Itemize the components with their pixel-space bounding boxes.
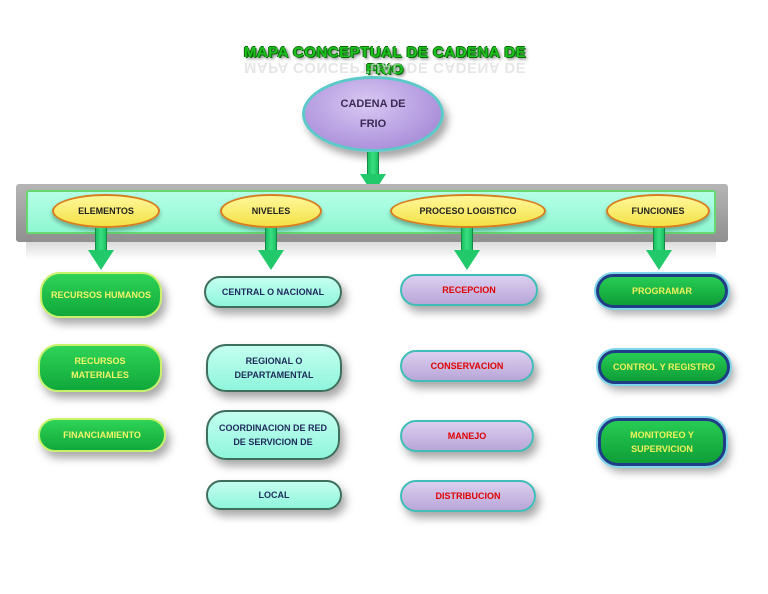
title-reflection: MAPA CONCEPTUAL DE CADENA DE FRIO xyxy=(243,62,527,76)
arrow-down-icon xyxy=(258,228,284,272)
category-proceso-logistico: PROCESO LOGISTICO xyxy=(390,194,546,228)
arrow-down-icon xyxy=(646,228,672,272)
node-monitoreo-y-supervicion: MONITOREO Y SUPERVICION xyxy=(598,418,726,466)
category-funciones: FUNCIONES xyxy=(606,194,710,228)
category-band xyxy=(26,190,716,234)
root-label-line1: CADENA DE xyxy=(340,98,406,110)
category-band-reflection xyxy=(26,242,716,260)
node-control-y-registro: CONTROL Y REGISTRO xyxy=(598,350,730,384)
node-manejo: MANEJO xyxy=(400,420,534,452)
arrow-down-icon xyxy=(454,228,480,272)
diagram-title: MAPA CONCEPTUAL DE CADENA DE FRIO xyxy=(243,44,527,78)
node-central-o-nacional: CENTRAL O NACIONAL xyxy=(204,276,342,308)
node-recursos-humanos: RECURSOS HUMANOS xyxy=(40,272,162,318)
node-conservacion: CONSERVACION xyxy=(400,350,534,382)
root-label-line2: FRIO xyxy=(359,118,387,130)
category-elementos: ELEMENTOS xyxy=(52,194,160,228)
node-coordinacion-de-red: COORDINACION DE RED DE SERVICION DE xyxy=(206,410,340,460)
node-programar: PROGRAMAR xyxy=(596,274,728,308)
arrow-down-icon xyxy=(88,228,114,272)
root-node-cadena-de-frio: CADENA DE FRIO xyxy=(302,76,444,152)
node-distribucion: DISTRIBUCION xyxy=(400,480,536,512)
node-financiamiento: FINANCIAMIENTO xyxy=(38,418,166,452)
category-niveles: NIVELES xyxy=(220,194,322,228)
node-recepcion: RECEPCION xyxy=(400,274,538,306)
node-local: LOCAL xyxy=(206,480,342,510)
node-recursos-materiales: RECURSOS MATERIALES xyxy=(38,344,162,392)
node-regional-o-departamental: REGIONAL O DEPARTAMENTAL xyxy=(206,344,342,392)
